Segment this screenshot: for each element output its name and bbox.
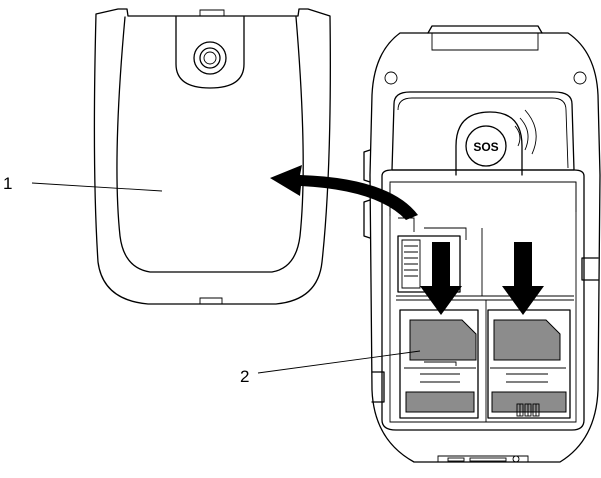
sim-card-slot-2 — [487, 309, 571, 419]
remove-cover-arrow — [270, 165, 418, 220]
phone-body — [363, 25, 601, 463]
callout-2-leader — [257, 350, 421, 374]
callout-2-label: 2 — [240, 367, 250, 386]
sos-label: SOS — [473, 140, 498, 154]
callout-1-leader — [31, 182, 163, 192]
sos-button: SOS — [455, 109, 537, 176]
battery-compartment — [381, 169, 585, 431]
insert-sim-arrow-2 — [502, 242, 544, 315]
insert-sim-arrow-1 — [420, 242, 462, 315]
battery-cover — [93, 8, 331, 305]
bottom-connector — [437, 455, 529, 463]
sim-card-slot-1 — [399, 309, 479, 419]
callout-1-label: 1 — [3, 174, 13, 193]
